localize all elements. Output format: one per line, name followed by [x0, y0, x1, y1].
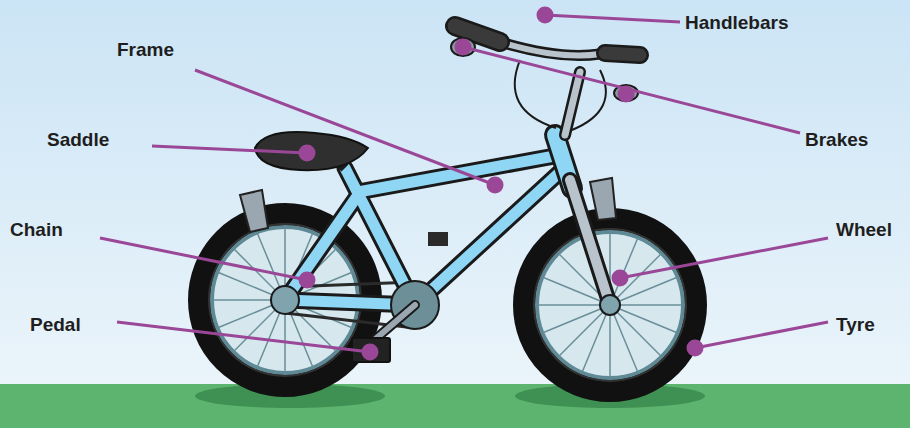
mudguard-bracket: [590, 178, 616, 220]
part-label: Frame: [117, 39, 174, 61]
frame: [285, 195, 358, 300]
frame: [415, 172, 560, 305]
part-label: Tyre: [836, 314, 875, 336]
handlebars: [605, 53, 640, 55]
drivetrain: [271, 232, 620, 362]
leader-line: [195, 70, 495, 185]
leader-line: [300, 146, 314, 160]
leader-line: [463, 47, 800, 133]
part-label: Saddle: [47, 129, 109, 151]
leader-line: [363, 345, 377, 359]
leader-line: [100, 238, 307, 280]
leader-line: [100, 8, 828, 359]
handlebars: [605, 53, 640, 55]
wheel: [199, 214, 696, 391]
fork: [565, 72, 610, 305]
fork: [565, 72, 580, 135]
frame: [415, 172, 560, 305]
leader-line: [695, 322, 828, 348]
leader-line: [152, 146, 307, 153]
wheel: [534, 229, 686, 381]
brakes: [451, 38, 475, 56]
part-label: Handlebars: [685, 12, 788, 34]
part-label: Wheel: [836, 219, 892, 241]
leader-line: [488, 178, 502, 192]
part-label: Brakes: [805, 129, 868, 151]
fork: [565, 72, 580, 135]
handlebars: [500, 42, 600, 56]
frame: [285, 195, 358, 300]
frame: [358, 155, 560, 192]
fork: [570, 180, 610, 305]
drivetrain: [271, 286, 299, 314]
fork: [570, 180, 610, 305]
leader-line: [688, 341, 702, 355]
wheel: [536, 231, 684, 379]
leader-line: [538, 8, 552, 22]
drivetrain: [600, 295, 620, 315]
part-label: Pedal: [30, 314, 81, 336]
leader-line: [619, 87, 633, 101]
leader-line: [456, 40, 470, 54]
wheel: [524, 219, 696, 391]
drivetrain: [372, 305, 415, 342]
frame: [358, 155, 560, 192]
leader-line: [545, 15, 680, 22]
spokes: [213, 228, 682, 377]
leader-line: [620, 238, 828, 278]
handlebars: [500, 42, 600, 56]
leader-line: [613, 271, 627, 285]
part-label: Chain: [10, 219, 63, 241]
drivetrain: [428, 232, 448, 246]
leader-line: [117, 322, 370, 352]
background: [0, 384, 910, 428]
leader-line: [300, 273, 314, 287]
drivetrain: [372, 305, 415, 342]
mudguard-bracket: [240, 190, 268, 232]
